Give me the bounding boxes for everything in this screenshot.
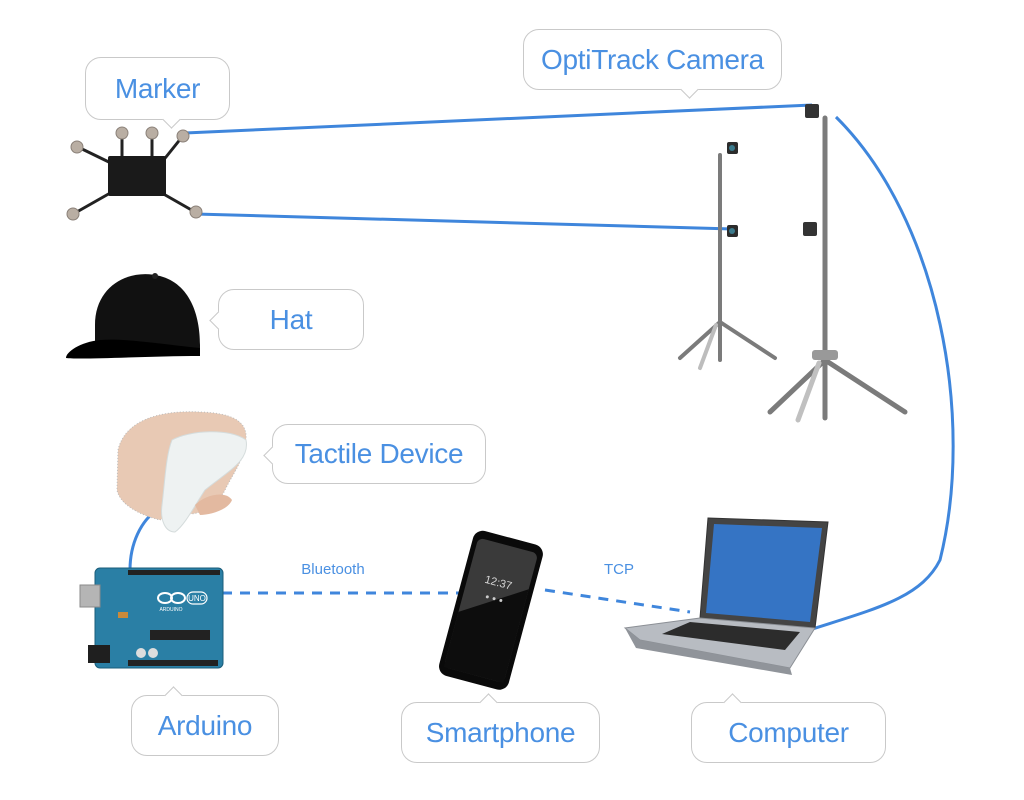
handheld-tactile-device-icon bbox=[116, 411, 247, 533]
smartphone-label: Smartphone bbox=[425, 716, 576, 748]
baseball-cap-icon bbox=[66, 273, 200, 359]
arduino-label: Arduino bbox=[157, 709, 253, 741]
marker-label: Marker bbox=[114, 72, 201, 104]
camera-tripod-icon bbox=[678, 104, 908, 423]
tcp-label: TCP bbox=[604, 561, 634, 578]
tactile-callout: Tactile Device bbox=[263, 424, 486, 484]
tactile-label: Tactile Device bbox=[294, 438, 464, 469]
line-camera-to-computer bbox=[799, 115, 955, 635]
hat-label: Hat bbox=[269, 303, 313, 335]
arduino-callout: Arduino bbox=[131, 686, 279, 756]
arduino-board-icon: UNO ARDUINO bbox=[79, 567, 224, 669]
line-marker-to-camera-mid bbox=[194, 212, 734, 231]
arduino-board-model: UNO bbox=[188, 594, 206, 603]
bluetooth-label: Bluetooth bbox=[301, 561, 364, 578]
line-marker-to-camera-top bbox=[184, 103, 813, 135]
connection-lines bbox=[128, 103, 955, 635]
smartphone-callout: Smartphone bbox=[401, 693, 600, 763]
computer-callout: Computer bbox=[691, 693, 886, 763]
computer-label: Computer bbox=[728, 716, 849, 748]
smartphone-icon: 12:37 bbox=[439, 530, 543, 690]
camera-label: OptiTrack Camera bbox=[541, 43, 764, 75]
line-tcp bbox=[544, 588, 691, 614]
marker-callout: Marker bbox=[85, 57, 230, 129]
hat-callout: Hat bbox=[209, 289, 364, 350]
camera-callout: OptiTrack Camera bbox=[523, 29, 782, 99]
arduino-brand-text: ARDUINO bbox=[159, 607, 182, 613]
laptop-icon bbox=[623, 517, 829, 675]
marker-icon bbox=[66, 126, 203, 221]
